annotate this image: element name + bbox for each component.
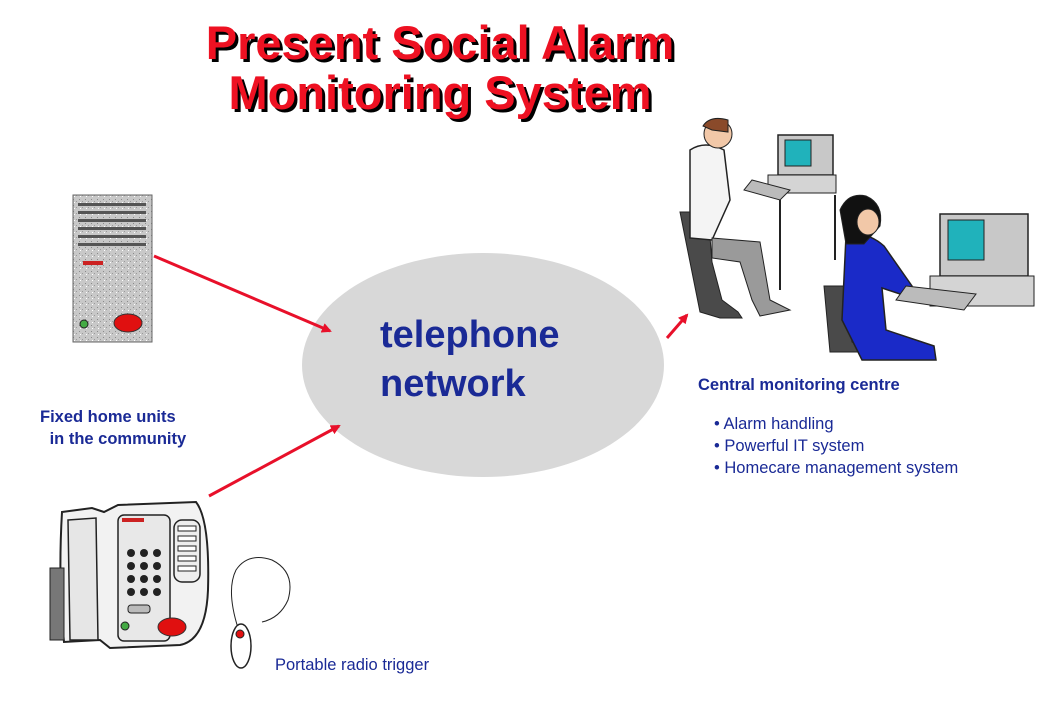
- page-title-line-1: Present Social Alarm: [205, 16, 675, 69]
- centre-title: Central monitoring centre: [698, 376, 900, 394]
- network-label-line-1: telephone: [380, 314, 560, 356]
- computer-icon: [895, 213, 1035, 311]
- alarm-unit-icon: [72, 194, 153, 343]
- operator-man-icon: [679, 118, 792, 319]
- radio-trigger-icon: [230, 557, 291, 669]
- centre-bullet: • Homecare management system: [714, 459, 959, 477]
- arrow-home-unit-to-network: [153, 254, 332, 333]
- arrow-phone-to-network: [208, 424, 341, 498]
- page-title-line-2: Monitoring System: [228, 66, 652, 119]
- radio-trigger-label: Portable radio trigger: [275, 656, 430, 674]
- home-units-label-line-2: in the community: [45, 430, 187, 448]
- centre-bullet: • Powerful IT system: [714, 437, 865, 455]
- alarm-phone-icon: [49, 500, 210, 650]
- centre-bullet: • Alarm handling: [714, 415, 834, 433]
- telephone-network-ellipse: [302, 253, 664, 477]
- computer-icon: [743, 134, 837, 290]
- home-units-label-line-1: Fixed home units: [40, 408, 176, 426]
- operator-woman-icon: [823, 194, 937, 361]
- arrow-network-to-centre: [665, 313, 689, 339]
- network-label-line-2: network: [380, 363, 526, 405]
